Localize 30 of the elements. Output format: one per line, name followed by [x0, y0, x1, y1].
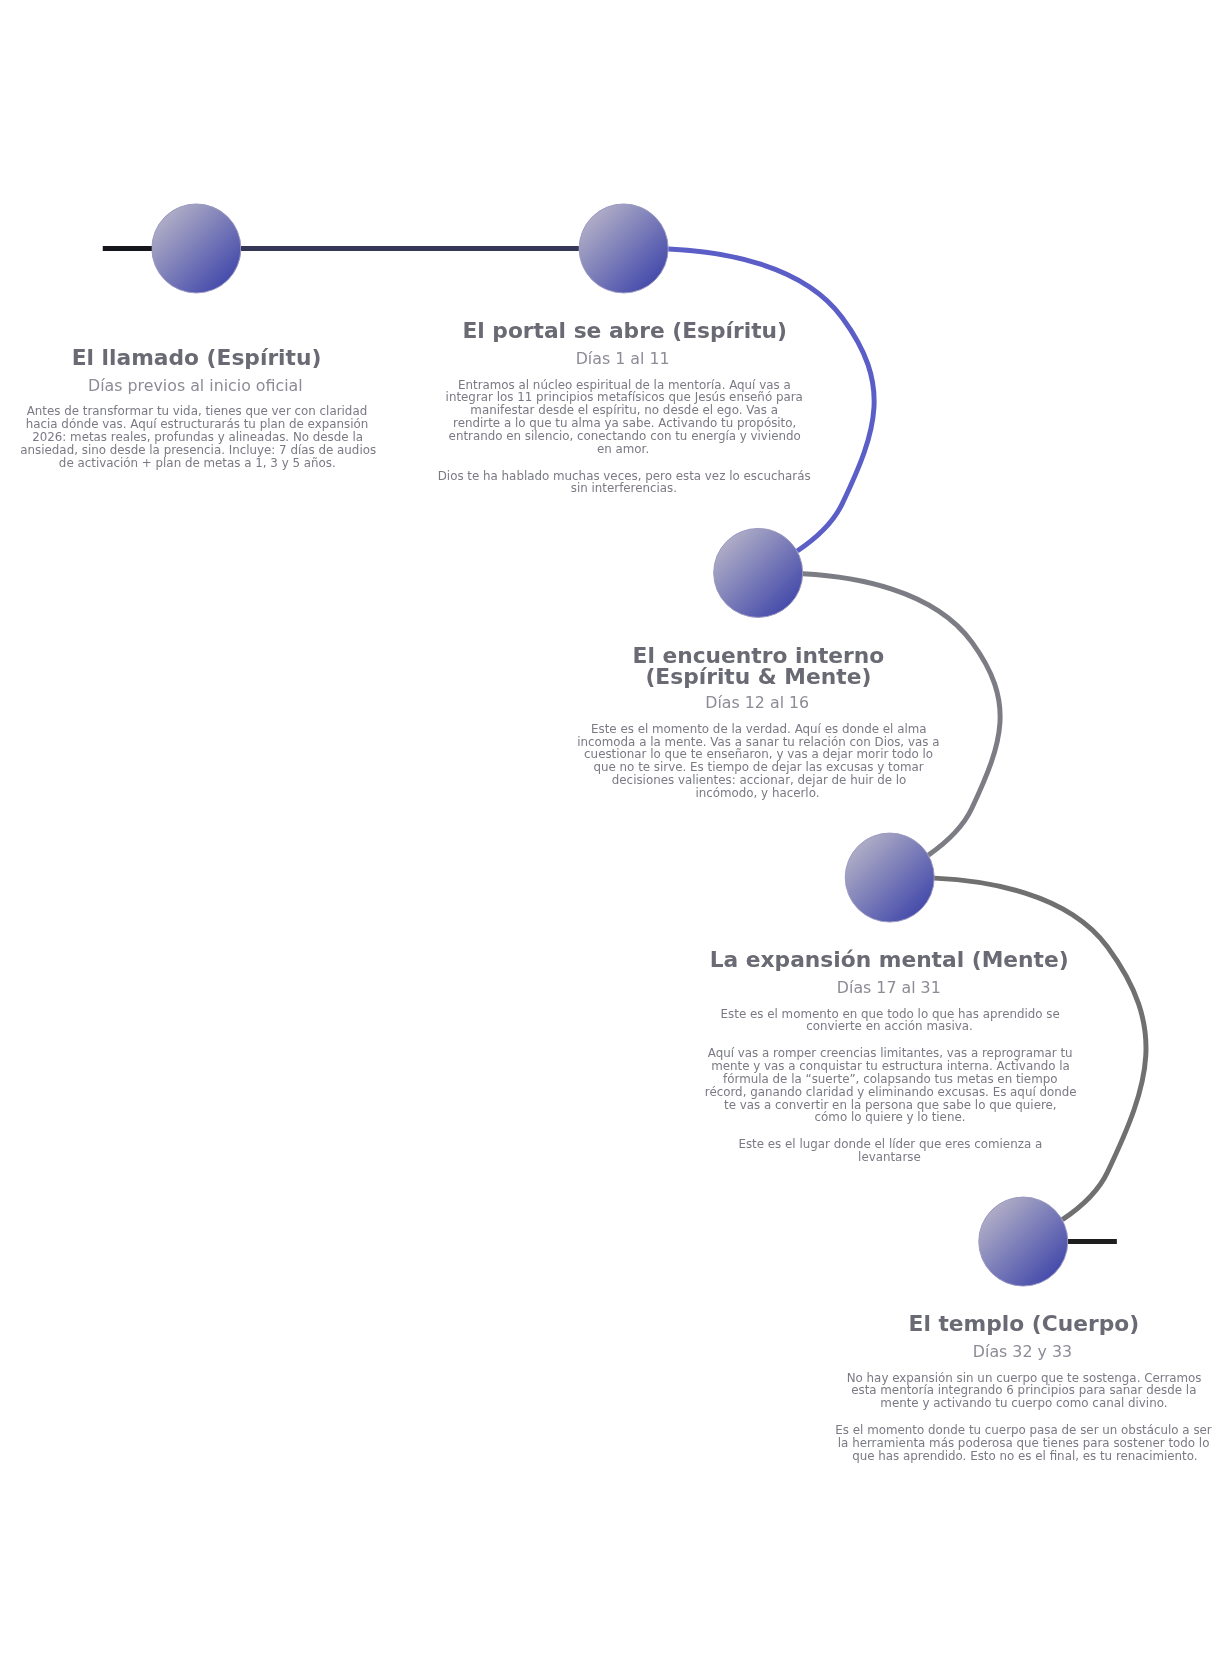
node-label: Días 1 al 11 — [575, 348, 670, 368]
node-label: Es el momento donde tu cuerpo pasa de ser un obstáculo a ser la herramienta más poderosa que tienes para sostener todo lo que has aprendido. Esto no es el final, es tu renacimiento. — [835, 1422, 1212, 1463]
node-circle — [713, 527, 804, 618]
node-label: Entramos al núcleo espiritual de la mentoría. Aquí vas a integrar los 11 principios metafísicos que Jesús enseñó para manifestar desde el espíritu, no desde el ego. Vas a rendirte a lo que tu alma ya sabe. Activando tu propósito, entrando en silencio, conectando con tu energía y viviendo en amor. — [445, 377, 803, 456]
connector — [1068, 1238, 1117, 1244]
node-label: Este es el momento en que todo lo que has aprendido se convierte en acción masiva. — [720, 1006, 1060, 1033]
node-label: Aquí vas a romper creencias limitantes, vas a reprogramar tu mente y vas a conquistar tu estructura interna. Activando la fórmula de la “suerte”, colapsando tus metas en tiempo récord, ganando claridad y eliminando excusas. Es aquí donde te vas a convertir en la persona que sabe lo que quiere, cómo lo quiere y lo tiene. — [704, 1045, 1077, 1124]
connector — [102, 245, 152, 251]
node-circle — [978, 1196, 1069, 1287]
connector — [241, 245, 579, 251]
node-label: Días 32 y 33 — [972, 1341, 1073, 1361]
node-label: La expansión mental (Mente) — [709, 946, 1069, 972]
node-label: El encuentro interno (Espíritu & Mente) — [632, 642, 885, 689]
node-label: Dios te ha hablado muchas veces, pero esta vez lo escucharás sin interferencias. — [437, 468, 811, 495]
connector — [802, 570, 1003, 857]
node-circle — [844, 832, 935, 923]
connector — [668, 246, 877, 553]
node-label: Este es el lugar donde el líder que eres comienza a levantarse — [738, 1136, 1043, 1164]
node-label: Días 17 al 31 — [836, 977, 941, 997]
node-label: El llamado (Espíritu) — [71, 344, 322, 370]
node-label: Antes de transformar tu vida, tienes que ver con claridad hacia dónde vas. Aquí estructurarás tu plan de expansión 2026: metas reales, profundas y alineadas. No desde la ansiedad, sino desde la presencia. Incluye: 7 días de audios de activación + plan de metas a 1, 3 y 5 años. — [20, 403, 377, 470]
node-circle — [151, 202, 242, 293]
node-label: Días previos al inicio oficial — [88, 375, 303, 395]
node-label: Este es el momento de la verdad. Aquí es donde el alma incomoda a la mente. Vas a sanar tu relación con Dios, vas a cuestionar lo que te enseñaron, y vas a dejar morir todo lo que no te sirve. Es tiempo de dejar las excusas y tomar decisiones valientes: accionar, dejar de huir de lo incómodo, y hacerlo. — [577, 721, 940, 800]
node-label: El templo (Cuerpo) — [908, 1310, 1140, 1336]
node-label: No hay expansión sin un cuerpo que te sostenga. Cerramos esta mentoría integrando 6 principios para sanar desde la mente y activando tu cuerpo como canal divino. — [846, 1370, 1202, 1410]
node-circle — [578, 202, 669, 293]
connector — [934, 875, 1149, 1222]
node-label: Días 12 al 16 — [705, 692, 810, 712]
node-label: El portal se abre (Espíritu) — [462, 317, 787, 343]
